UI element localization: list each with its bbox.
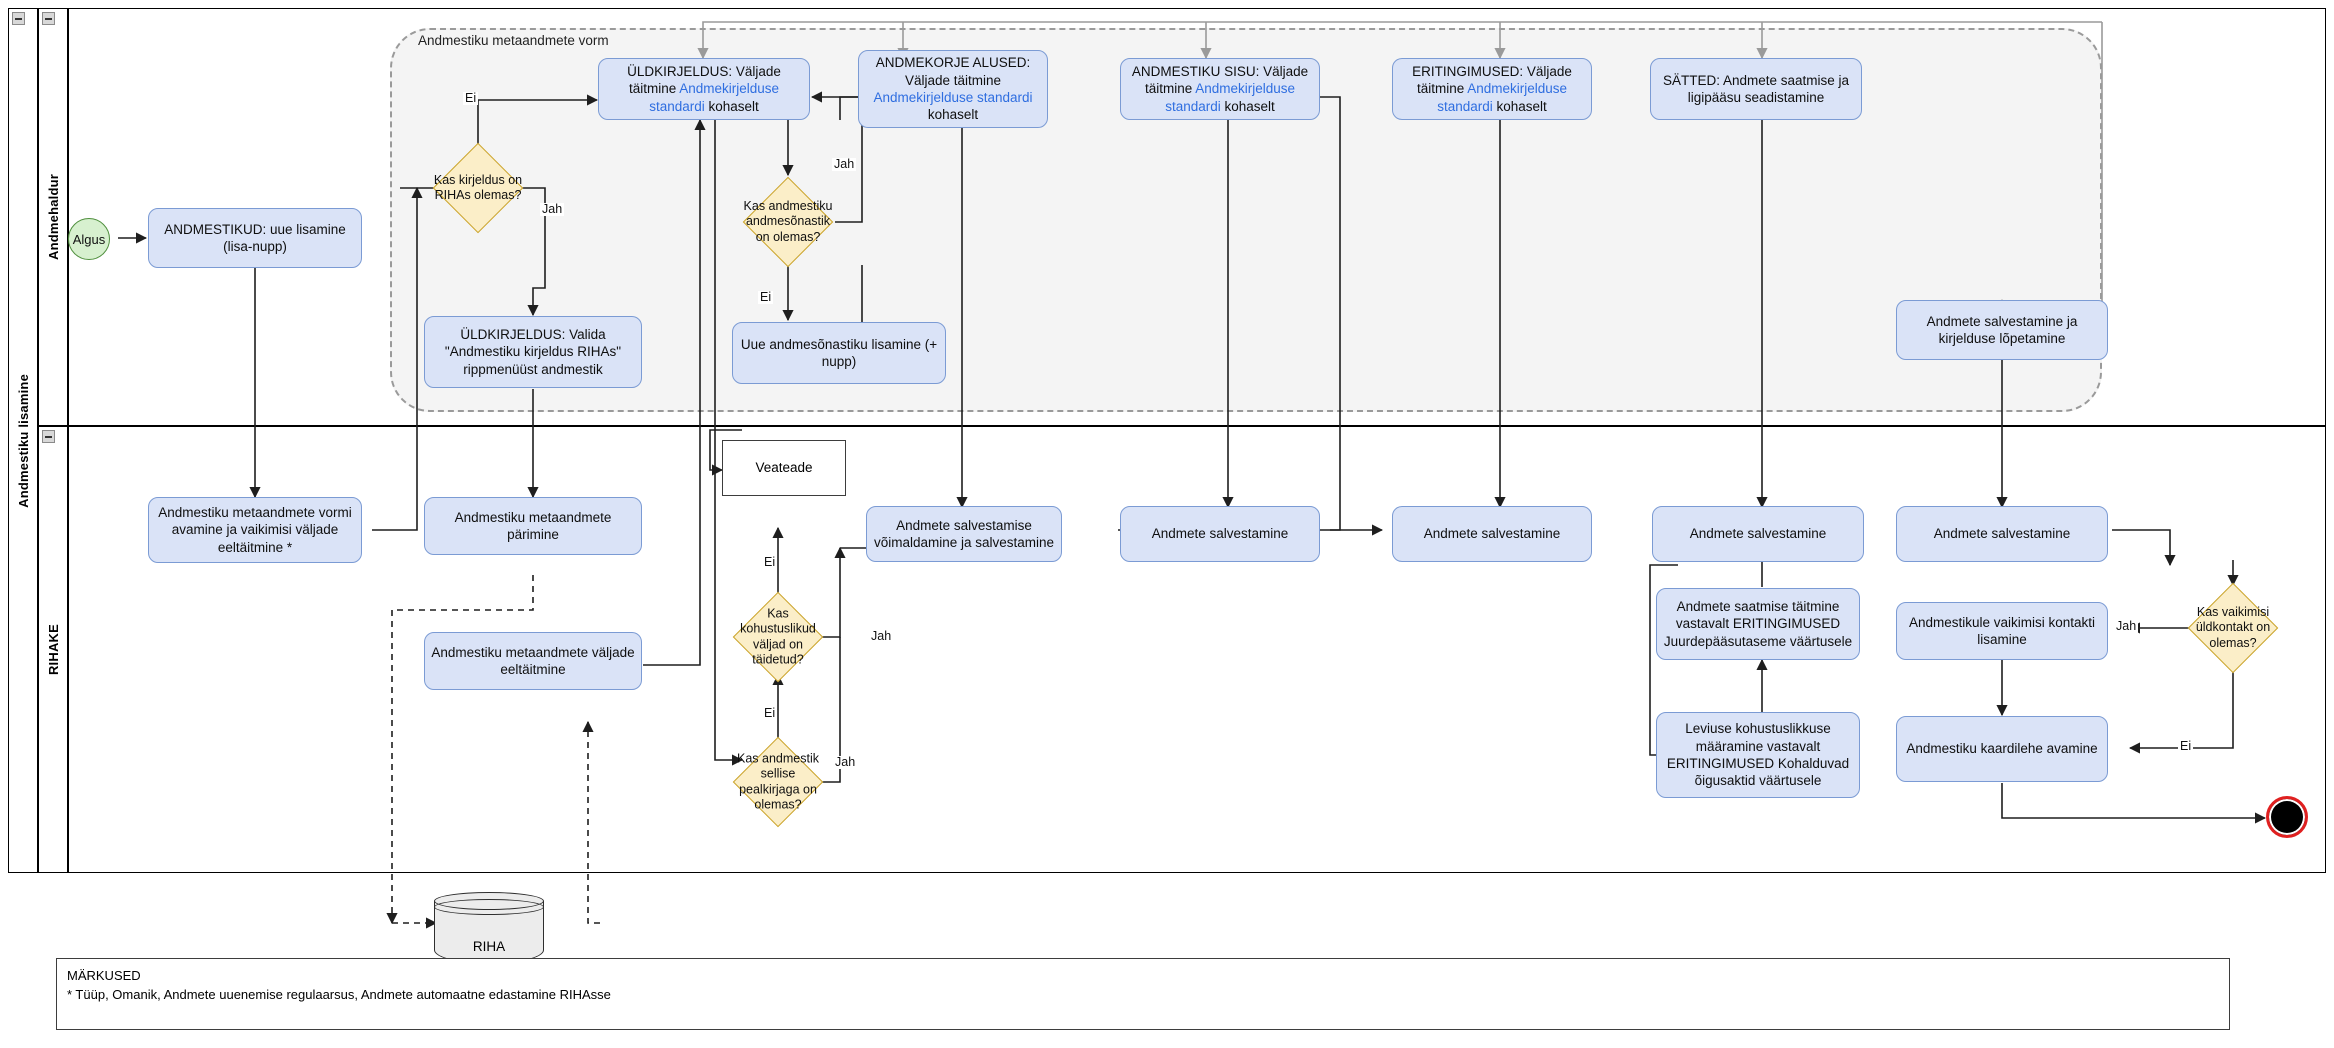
datastore-label: RIHA [472,939,506,954]
task-label-composite: ANDMESTIKU SISU: Väljade täitmine Andmek… [1127,63,1313,115]
datastore-riha[interactable]: RIHA [434,892,544,964]
task-valjade-eeltaitmine[interactable]: Andmestiku metaandmete väljade eeltäitmi… [424,632,642,690]
task-uue-andmesonastiku-lisamine[interactable]: Uue andmesõnastiku lisamine (+ nupp) [732,322,946,384]
start-event-label: Algus [72,231,106,247]
task-andmete-salvestamine-2[interactable]: Andmete salvestamine [1392,506,1592,562]
gateway-kas-vaikimisi-uldkontakt-olemas[interactable]: Kas vaikimisi üldkontakt on olemas? [2187,582,2279,674]
task-valida-rippmenuust-andmestik[interactable]: ÜLDKIRJELDUS: Valida "Andmestiku kirjeld… [424,316,642,388]
gateway-kas-andmesonastik-on-olemas[interactable]: Kas andmestiku andmesõnastik on olemas? [742,176,834,268]
lane-label-rihake: RIHAKE [45,623,61,676]
collapse-lane-rihake-button[interactable] [42,430,55,443]
task-label-pre: ANDMEKORJE ALUSED: Väljade täitmine [875,55,1031,88]
edge-label-ei-5: Ei [2178,739,2194,753]
task-andmestikud-uue-lisamine[interactable]: ANDMESTIKUD: uue lisamine (lisa-nupp) [148,208,362,268]
lane-label-andmehaldur: Andmehaldur [45,174,61,260]
pool-title: Andmestiku lisamine [8,8,38,873]
task-yldkirjeldus-valjade-taitmine[interactable]: ÜLDKIRJELDUS: Väljade täitmine Andmekirj… [598,58,810,120]
gateway-kas-andmestik-pealkirjaga-olemas[interactable]: Kas andmestik sellise pealkirjaga on ole… [732,736,824,828]
task-salvestamise-voimaldamine[interactable]: Andmete salvestamise võimaldamine ja sal… [866,506,1062,562]
link-andmekirjelduse-standard[interactable]: Andmekirjelduse standardi [873,90,1033,105]
task-label: Andmete salvestamine [1689,526,1827,542]
task-label: Andmestiku metaandmete vormi avamine ja … [158,505,352,555]
task-label-post: kohaselt [1492,98,1547,114]
task-andmestiku-sisu[interactable]: ANDMESTIKU SISU: Väljade täitmine Andmek… [1120,58,1320,120]
task-andmete-saatmise-taitmine[interactable]: Andmete saatmise täitmine vastavalt ERIT… [1656,588,1860,660]
task-kaardilehe-avamine[interactable]: Andmestiku kaardilehe avamine [1896,716,2108,782]
task-andmekorje-alused[interactable]: ANDMEKORJE ALUSED: Väljade täitmine Andm… [858,50,1048,128]
notes-box: MÄRKUSED * Tüüp, Omanik, Andmete uuenemi… [56,958,2230,1030]
notes-line: * Tüüp, Omanik, Andmete uuenemise regula… [67,986,611,1002]
task-andmete-salvestamine-1[interactable]: Andmete salvestamine [1120,506,1320,562]
task-andmete-salvestamine-4[interactable]: Andmete salvestamine [1896,506,2108,562]
edge-label-jah-2: Jah [832,157,857,171]
subprocess-group-label: Andmestiku metaandmete vorm [418,33,609,48]
gateway-diamond [732,591,824,683]
gateway-diamond [432,142,524,234]
link-andmekirjelduse-standard[interactable]: Andmekirjelduse standardi [649,81,780,114]
edge-label-jah-5: Jah [2114,619,2139,633]
task-label-pre: ERITINGIMUSED: Väljade täitmine [1412,64,1572,97]
task-label: Andmete salvestamise võimaldamine ja sal… [873,517,1055,550]
edge-label-ei-2: Ei [758,290,774,304]
task-label: Andmestiku kaardilehe avamine [1906,741,2098,757]
task-label: Uue andmesõnastiku lisamine (+ nupp) [740,336,938,369]
start-event[interactable]: Algus [68,218,110,260]
task-andmete-salvestamine-3[interactable]: Andmete salvestamine [1652,506,1864,562]
task-label-post: kohaselt [1220,98,1275,114]
task-label: Andmete salvestamine ja kirjelduse lõpet… [1926,313,2078,346]
task-label-post: kohaselt [704,98,759,114]
task-label: SÄTTED: Andmete saatmise ja ligipääsu se… [1662,72,1850,105]
task-label: Andmete salvestamine [1933,526,2071,542]
edge-label-jah-4: Jah [833,755,858,769]
task-label-composite: ANDMEKORJE ALUSED: Väljade täitmine Andm… [865,54,1041,123]
task-label: Andmestiku metaandmete väljade eeltäitmi… [431,644,635,677]
link-andmekirjelduse-standard[interactable]: Andmekirjelduse standardi [1165,81,1296,114]
task-vormi-avamine-ja-eeltaitmine[interactable]: Andmestiku metaandmete vormi avamine ja … [148,497,362,563]
gateway-kas-kohustuslikud-valjad-taidetud[interactable]: Kas kohustuslikud väljad on täidetud? [732,591,824,683]
gateway-kas-kirjeldus-on-rihas[interactable]: Kas kirjeldus on RIHAs olemas? [432,142,524,234]
gateway-diamond [2187,582,2279,674]
edge-label-jah-3: Jah [869,629,894,643]
task-label-composite: ÜLDKIRJELDUS: Väljade täitmine Andmekirj… [605,63,803,115]
collapse-lane-andmehaldur-button[interactable] [42,12,55,25]
edge-label-ei-4: Ei [762,706,778,720]
gateway-diamond [742,176,834,268]
task-label-post: kohaselt [927,107,979,123]
task-label-pre: ÜLDKIRJELDUS: Väljade täitmine [627,64,781,97]
task-satted-seadistamine[interactable]: SÄTTED: Andmete saatmise ja ligipääsu se… [1650,58,1862,120]
task-salvestamine-ja-kirjelduse-lopetamine[interactable]: Andmete salvestamine ja kirjelduse lõpet… [1896,300,2108,360]
lane-title-andmehaldur: Andmehaldur [38,8,68,426]
task-label: Leviuse kohustuslikkuse määramine vastav… [1666,721,1850,789]
task-label: Andmete saatmise täitmine vastavalt ERIT… [1663,599,1853,649]
task-label: Andmete salvestamine [1151,526,1289,542]
task-label: ANDMESTIKUD: uue lisamine (lisa-nupp) [164,221,346,254]
gateway-diamond [732,736,824,828]
task-label: Veateade [755,459,813,475]
task-label: Andmestiku metaandmete pärimine [454,509,612,542]
task-label: Andmete salvestamine [1423,526,1561,542]
task-label-pre: ANDMESTIKU SISU: Väljade täitmine [1131,64,1309,97]
task-label: ÜLDKIRJELDUS: Valida "Andmestiku kirjeld… [444,327,622,377]
task-veateade[interactable]: Veateade [722,440,846,496]
task-leviuse-kohustuslikkuse-maaramine[interactable]: Leviuse kohustuslikkuse määramine vastav… [1656,712,1860,798]
task-vaikimisi-kontakti-lisamine[interactable]: Andmestikule vaikimisi kontakti lisamine [1896,602,2108,660]
task-eritingimused[interactable]: ERITINGIMUSED: Väljade täitmine Andmekir… [1392,58,1592,120]
edge-label-jah-1: Jah [540,202,565,216]
edge-label-ei-3: Ei [762,555,778,569]
task-metaandmete-parimine[interactable]: Andmestiku metaandmete pärimine [424,497,642,555]
lane-title-rihake: RIHAKE [38,426,68,873]
end-event[interactable] [2266,796,2308,838]
notes-heading: MÄRKUSED [67,968,141,983]
task-label-composite: ERITINGIMUSED: Väljade täitmine Andmekir… [1399,63,1585,115]
link-andmekirjelduse-standard[interactable]: Andmekirjelduse standardi [1437,81,1568,114]
task-label: Andmestikule vaikimisi kontakti lisamine [1908,614,2096,647]
pool-title-label: Andmestiku lisamine [15,373,31,508]
edge-label-ei-1: Ei [463,91,479,105]
datastore-top-ellipse-2 [434,899,544,915]
collapse-pool-button[interactable] [12,12,25,25]
